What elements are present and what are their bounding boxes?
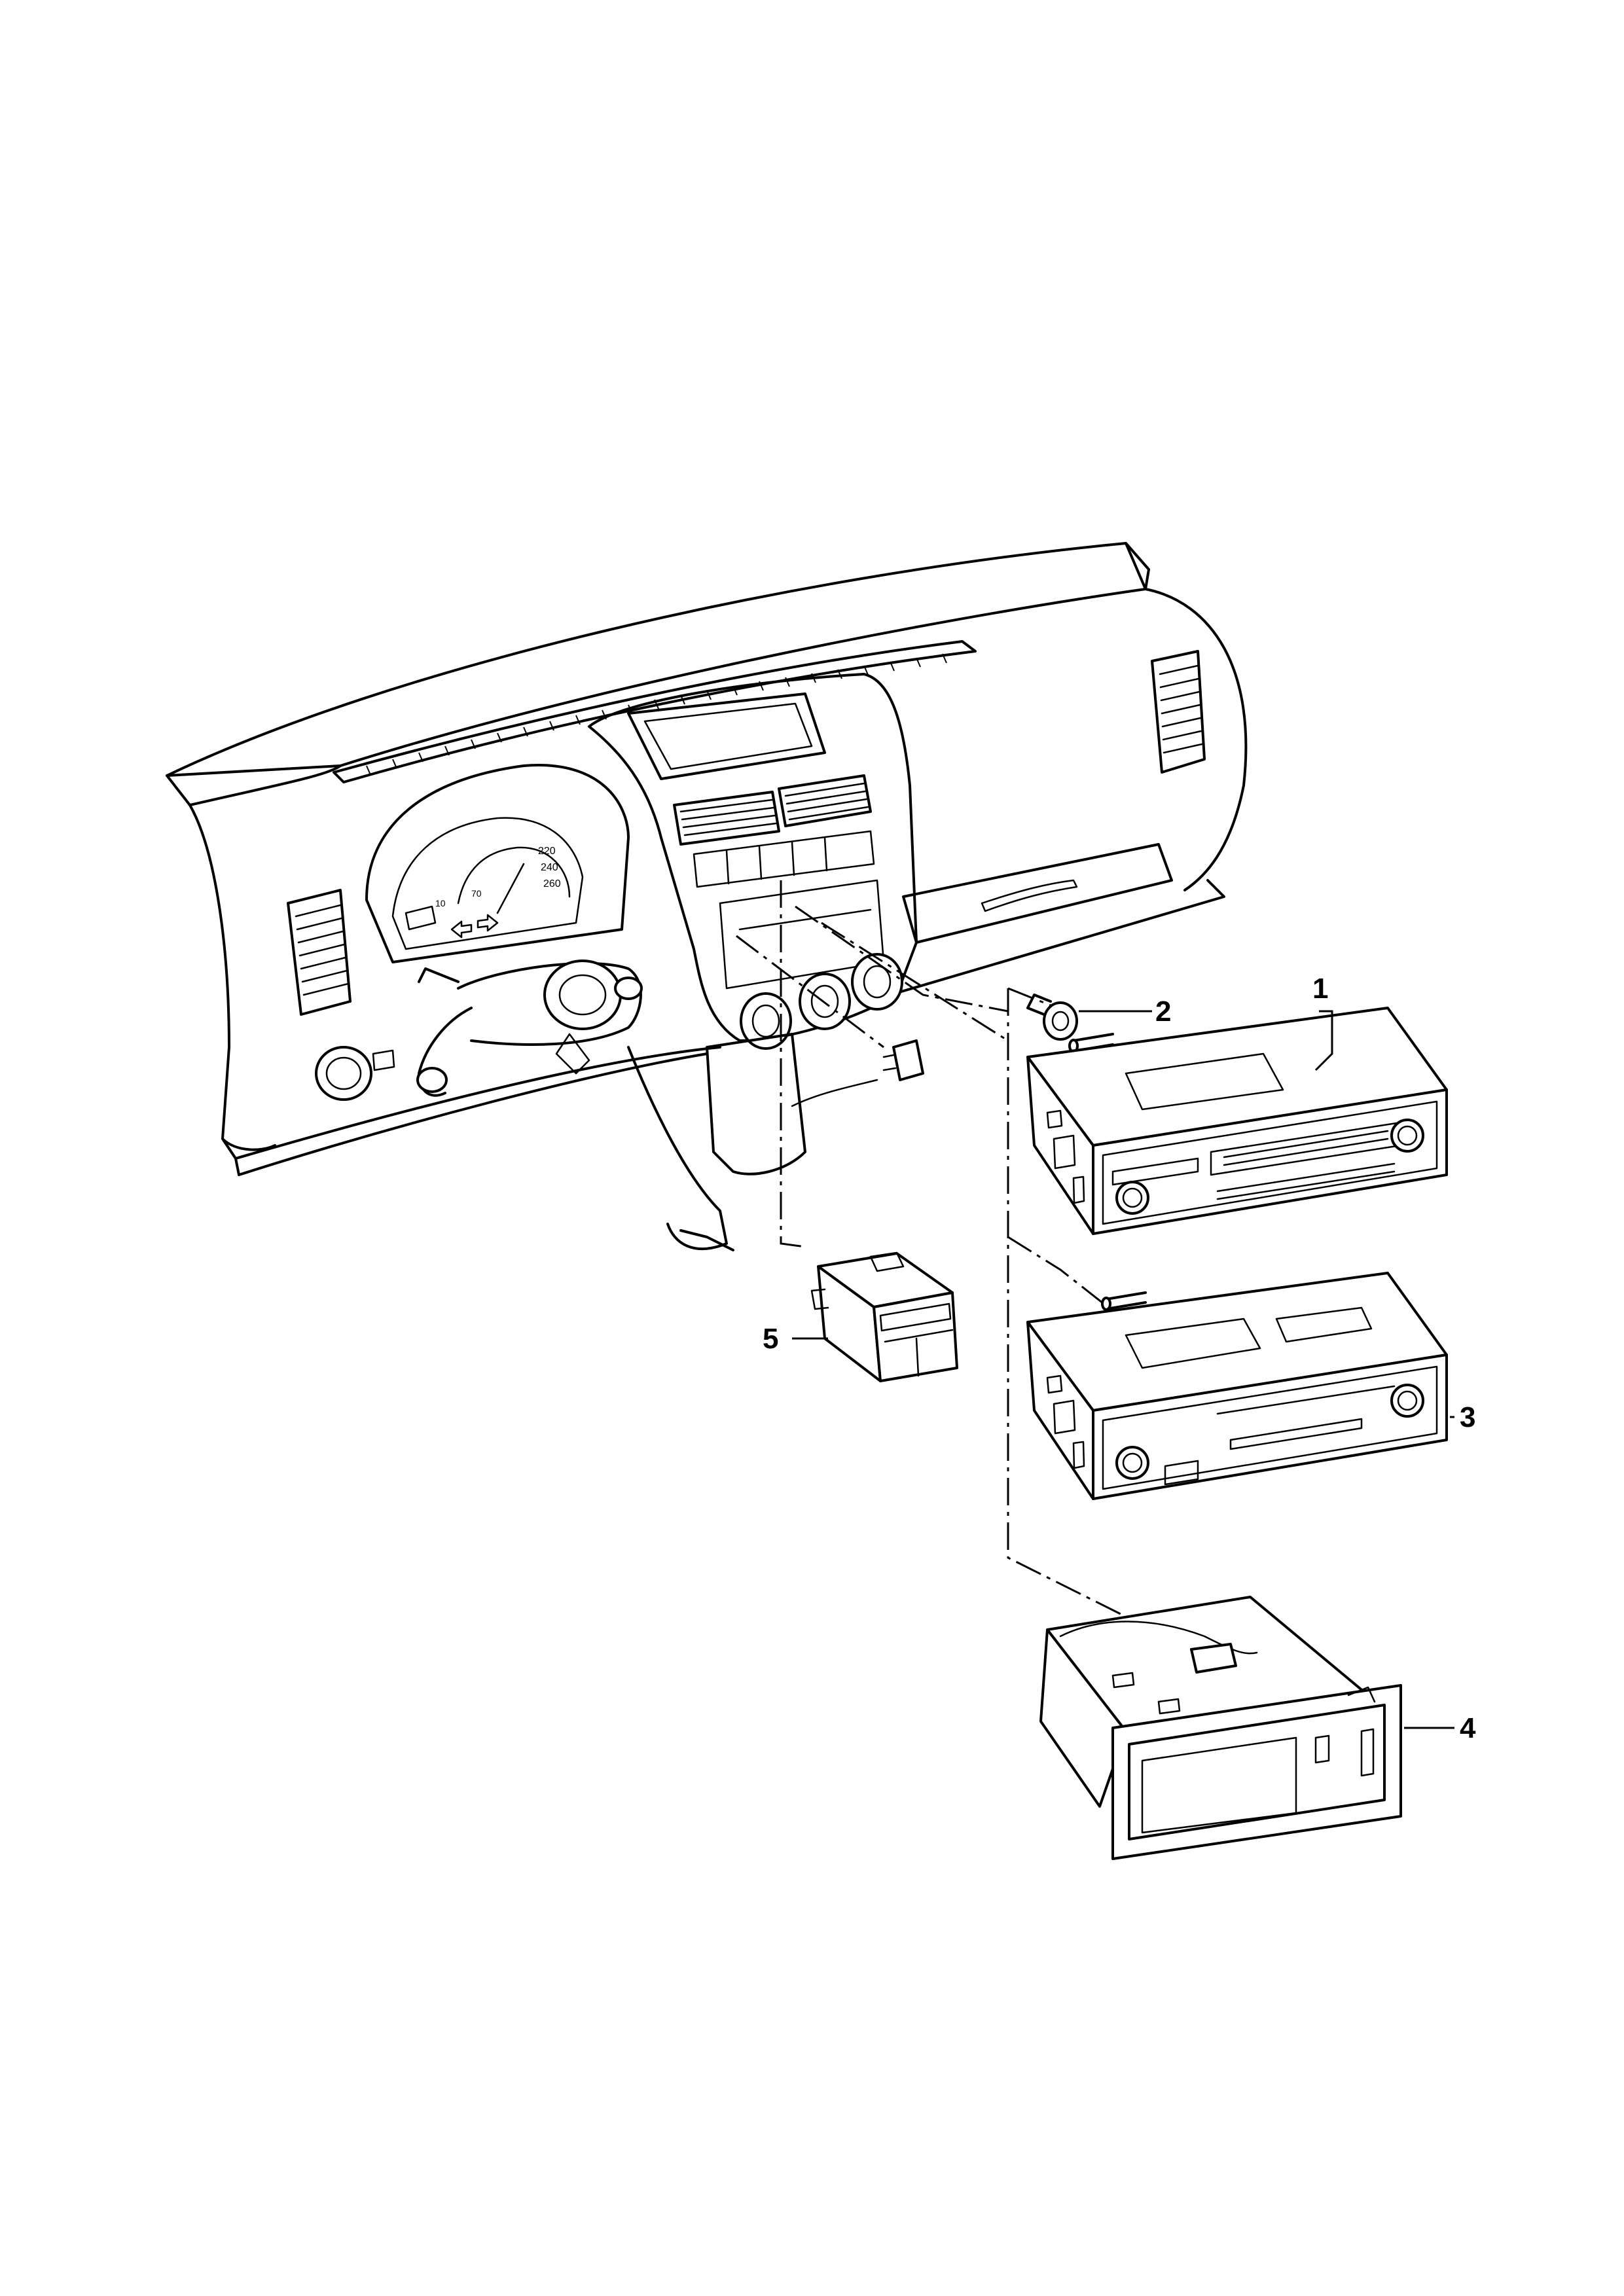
steering-column: [416, 960, 643, 1097]
console-connector: [882, 1039, 924, 1081]
instrument-cluster: 220 240 260 70 10: [365, 764, 630, 963]
cluster-mark-220: 220: [538, 846, 556, 857]
turn-right-arrow-icon: [477, 914, 499, 932]
callout-3: 3: [1460, 1401, 1475, 1433]
callout-1: 1: [1312, 973, 1328, 1005]
turn-left-arrow-icon: [450, 920, 473, 939]
right-air-vent: [1151, 650, 1206, 774]
callout-5: 5: [763, 1323, 778, 1355]
leader-lines: [792, 1010, 1454, 1729]
left-air-vent: [287, 889, 352, 1016]
callout-2: 2: [1155, 996, 1171, 1028]
dashboard-assembly: 220 240 260 70 10: [166, 542, 1248, 1251]
cluster-mark-260: 260: [543, 878, 561, 889]
part-5-switch: [810, 1251, 958, 1382]
callout-4: 4: [1460, 1712, 1476, 1744]
part-2-bushing: [1026, 994, 1078, 1041]
glovebox: [902, 843, 1173, 944]
part-4-storage-tray: [1039, 1596, 1402, 1860]
cluster-mark-70: 70: [471, 888, 482, 899]
light-switch: [315, 1046, 395, 1101]
part-1-radio: [1026, 1007, 1448, 1235]
part-3-radio-cassette: [1026, 1272, 1448, 1500]
cluster-mark-10: 10: [435, 898, 446, 908]
centre-console: [588, 673, 918, 1175]
assembly-lines: [736, 880, 1127, 1618]
cluster-mark-240: 240: [541, 862, 558, 873]
